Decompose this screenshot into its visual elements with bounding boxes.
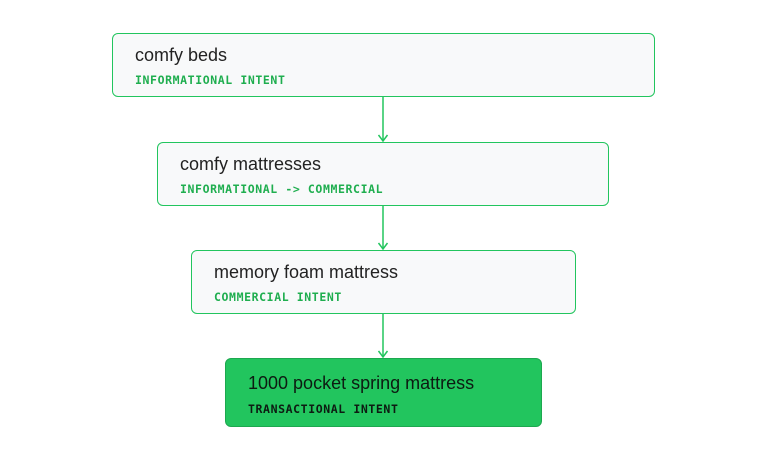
node-intent-label: INFORMATIONAL INTENT (135, 73, 286, 87)
flow-node-pocket-spring-mattress: 1000 pocket spring mattress TRANSACTIONA… (225, 358, 542, 427)
node-intent-label: TRANSACTIONAL INTENT (248, 402, 399, 416)
node-title: comfy beds (135, 45, 228, 65)
node-title: memory foam mattress (214, 262, 399, 282)
node-intent-label: INFORMATIONAL -> COMMERCIAL (180, 182, 384, 196)
flow-node-comfy-mattresses: comfy mattresses INFORMATIONAL -> COMMER… (157, 142, 609, 206)
node-title: 1000 pocket spring mattress (248, 373, 475, 393)
arrowhead-1-2 (377, 134, 389, 143)
node-intent-label: COMMERCIAL INTENT (214, 290, 342, 304)
flow-node-comfy-beds: comfy beds INFORMATIONAL INTENT (112, 33, 655, 97)
node-title: comfy mattresses (180, 154, 322, 174)
flow-node-memory-foam-mattress: memory foam mattress COMMERCIAL INTENT (191, 250, 576, 314)
arrowhead-3-4 (377, 350, 389, 359)
arrowhead-2-3 (377, 242, 389, 251)
